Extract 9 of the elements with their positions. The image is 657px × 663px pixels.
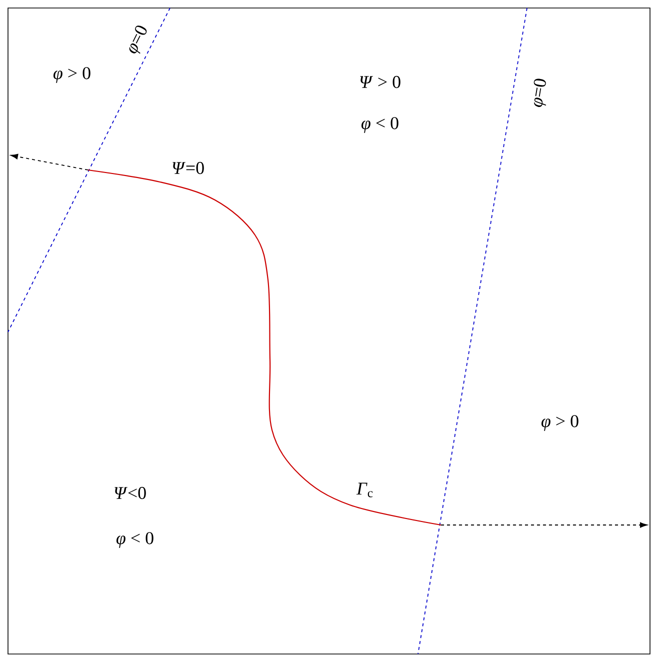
math-label: Γ$_{c}$: [356, 482, 373, 498]
math-label: Ψ=0: [172, 162, 204, 174]
math-label: φ=0: [534, 78, 546, 108]
math-label: φ < 0: [116, 532, 154, 548]
math-label: φ > 0: [541, 415, 578, 431]
math-label: Ψ > 0: [360, 76, 400, 88]
math-label: φ < 0: [361, 117, 398, 133]
math-label: φ > 0: [53, 67, 90, 83]
math-label: Ψ<0: [114, 486, 146, 500]
